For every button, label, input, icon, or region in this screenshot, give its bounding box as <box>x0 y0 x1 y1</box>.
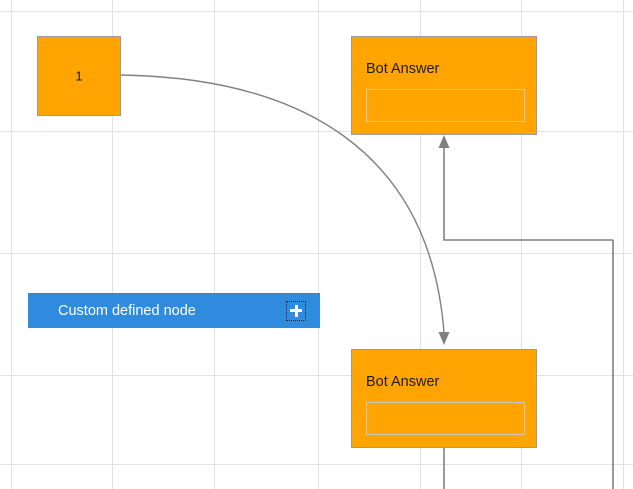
gridline-horizontal <box>0 131 633 132</box>
custom-defined-node-item[interactable]: Custom defined node <box>28 293 320 328</box>
node-1-label: 1 <box>75 68 83 84</box>
gridline-horizontal <box>0 253 633 254</box>
bot-answer-node-top[interactable]: Bot Answer <box>351 36 537 135</box>
gridline-vertical <box>214 0 215 489</box>
plus-icon[interactable] <box>286 300 306 321</box>
bot-answer-top-title: Bot Answer <box>366 61 440 77</box>
gridline-horizontal <box>0 11 633 12</box>
gridline-vertical <box>11 0 12 489</box>
gridline-horizontal <box>0 375 633 376</box>
gridline-horizontal <box>0 464 633 465</box>
bot-answer-bottom-title: Bot Answer <box>366 374 440 390</box>
custom-defined-node-label: Custom defined node <box>58 302 196 319</box>
bot-answer-bottom-slot[interactable] <box>366 402 525 435</box>
bot-answer-top-slot[interactable] <box>366 89 525 122</box>
connector-elbow-bot-answer-bottom-to-top[interactable] <box>438 135 614 241</box>
gridline-vertical <box>318 0 319 489</box>
node-1[interactable]: 1 <box>37 36 121 116</box>
gridline-vertical <box>623 0 624 489</box>
bot-answer-node-bottom[interactable]: Bot Answer <box>351 349 537 448</box>
